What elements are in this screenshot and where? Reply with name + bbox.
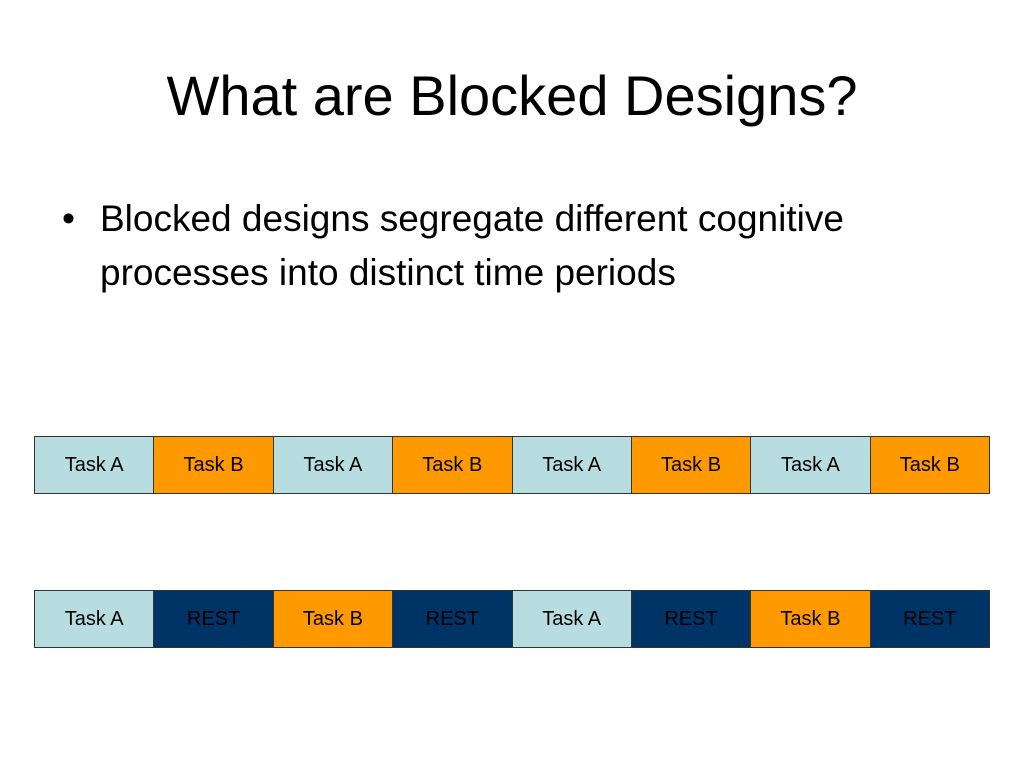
block-task-b: Task B <box>273 591 394 647</box>
block-rest: REST <box>870 591 989 647</box>
block-task-a: Task A <box>512 591 632 647</box>
block-task-a: Task A <box>751 437 871 493</box>
block-rest: REST <box>393 591 513 647</box>
block-task-b: Task B <box>393 437 513 493</box>
timeline-task-alternation: Task A Task B Task A Task B Task A Task … <box>34 436 990 494</box>
block-task-b: Task B <box>154 437 274 493</box>
timeline-task-rest: Task A REST Task B REST Task A REST Task… <box>34 590 990 648</box>
block-rest: REST <box>631 591 752 647</box>
slide-title: What are Blocked Designs? <box>166 64 858 127</box>
block-rest: REST <box>154 591 274 647</box>
block-task-b: Task B <box>751 591 871 647</box>
block-task-a: Task A <box>512 437 632 493</box>
block-task-b: Task B <box>870 437 989 493</box>
bullet-list: • Blocked designs segregate different co… <box>62 192 882 300</box>
bullet-item: • Blocked designs segregate different co… <box>62 192 882 300</box>
block-task-b: Task B <box>631 437 752 493</box>
bullet-marker: • <box>62 198 75 239</box>
block-task-a: Task A <box>273 437 394 493</box>
bullet-text: Blocked designs segregate different cogn… <box>100 198 844 293</box>
block-task-a: Task A <box>35 591 155 647</box>
block-task-a: Task A <box>35 437 155 493</box>
